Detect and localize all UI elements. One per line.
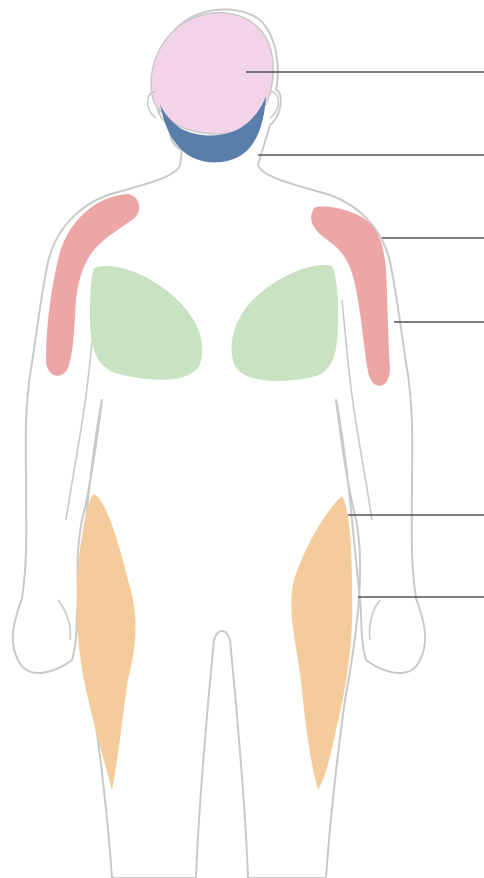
- left-hand-thumb: [58, 600, 70, 640]
- right-thigh-region: [291, 496, 352, 790]
- right-hand-thumb: [369, 600, 380, 640]
- left-thigh-region: [77, 494, 136, 790]
- left-chest-region: [90, 266, 202, 380]
- right-ear: [270, 92, 278, 118]
- right-chest-region: [232, 265, 338, 381]
